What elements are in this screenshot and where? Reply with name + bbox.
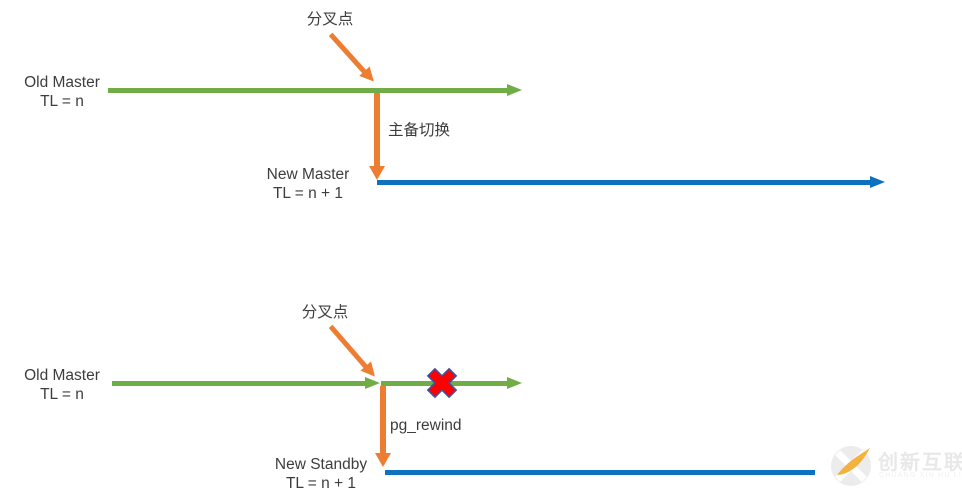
new-standby-timeline-id: TL = n + 1: [285, 474, 357, 492]
new-master-timeline-id: TL = n + 1: [272, 185, 344, 202]
pg-rewind-arrowhead: [375, 453, 391, 467]
pre-fork-arrowhead: [365, 377, 380, 389]
timeline-abort-x-icon: [426, 367, 458, 399]
post-fork-arrowhead: [507, 377, 522, 389]
switchover-arrowhead: [369, 166, 385, 180]
pg-rewind-label: pg_rewind: [390, 417, 462, 434]
new-master-name: New Master: [266, 166, 350, 183]
watermark: 创新互联 CHUANG XIN HU LIAN: [818, 438, 962, 493]
fork-point-arrow-body-2: [329, 324, 369, 369]
new-standby-timeline-body: [385, 470, 815, 475]
watermark-subtext: CHUANG XIN HU LIAN: [879, 472, 962, 479]
old-master-timeline-id-2: TL = n: [40, 386, 84, 403]
fork-point-arrow-body: [329, 32, 367, 74]
old-master-timeline-arrowhead: [507, 84, 522, 96]
new-master-timeline-arrowhead: [870, 176, 885, 188]
fork-point-label: 分叉点: [306, 11, 354, 28]
switchover-arrow-body: [374, 93, 380, 167]
watermark-brand-text: 创新互联: [878, 452, 962, 474]
fork-point-label-2: 分叉点: [301, 304, 349, 321]
old-master-timeline-body: [108, 88, 508, 93]
new-master-label: New Master TL = n + 1: [246, 165, 370, 203]
switchover-label: 主备切换: [388, 122, 451, 139]
pg-rewind-arrow-body: [380, 386, 386, 454]
old-master-timeline-id: TL = n: [40, 93, 84, 110]
fork-point-arrow-icon-2: [326, 321, 381, 382]
pre-fork-body: [112, 381, 366, 386]
old-master-label: Old Master TL = n: [12, 73, 112, 111]
new-master-timeline-body: [377, 180, 870, 185]
fork-point-arrow-icon: [326, 29, 380, 87]
old-master-label-2: Old Master TL = n: [12, 366, 112, 404]
old-master-name-2: Old Master: [24, 367, 100, 384]
new-standby-name: New Standby: [274, 456, 368, 473]
watermark-logo-icon: [831, 446, 871, 486]
new-standby-label: New Standby TL = n + 1: [250, 456, 392, 493]
old-master-name: Old Master: [24, 74, 100, 91]
